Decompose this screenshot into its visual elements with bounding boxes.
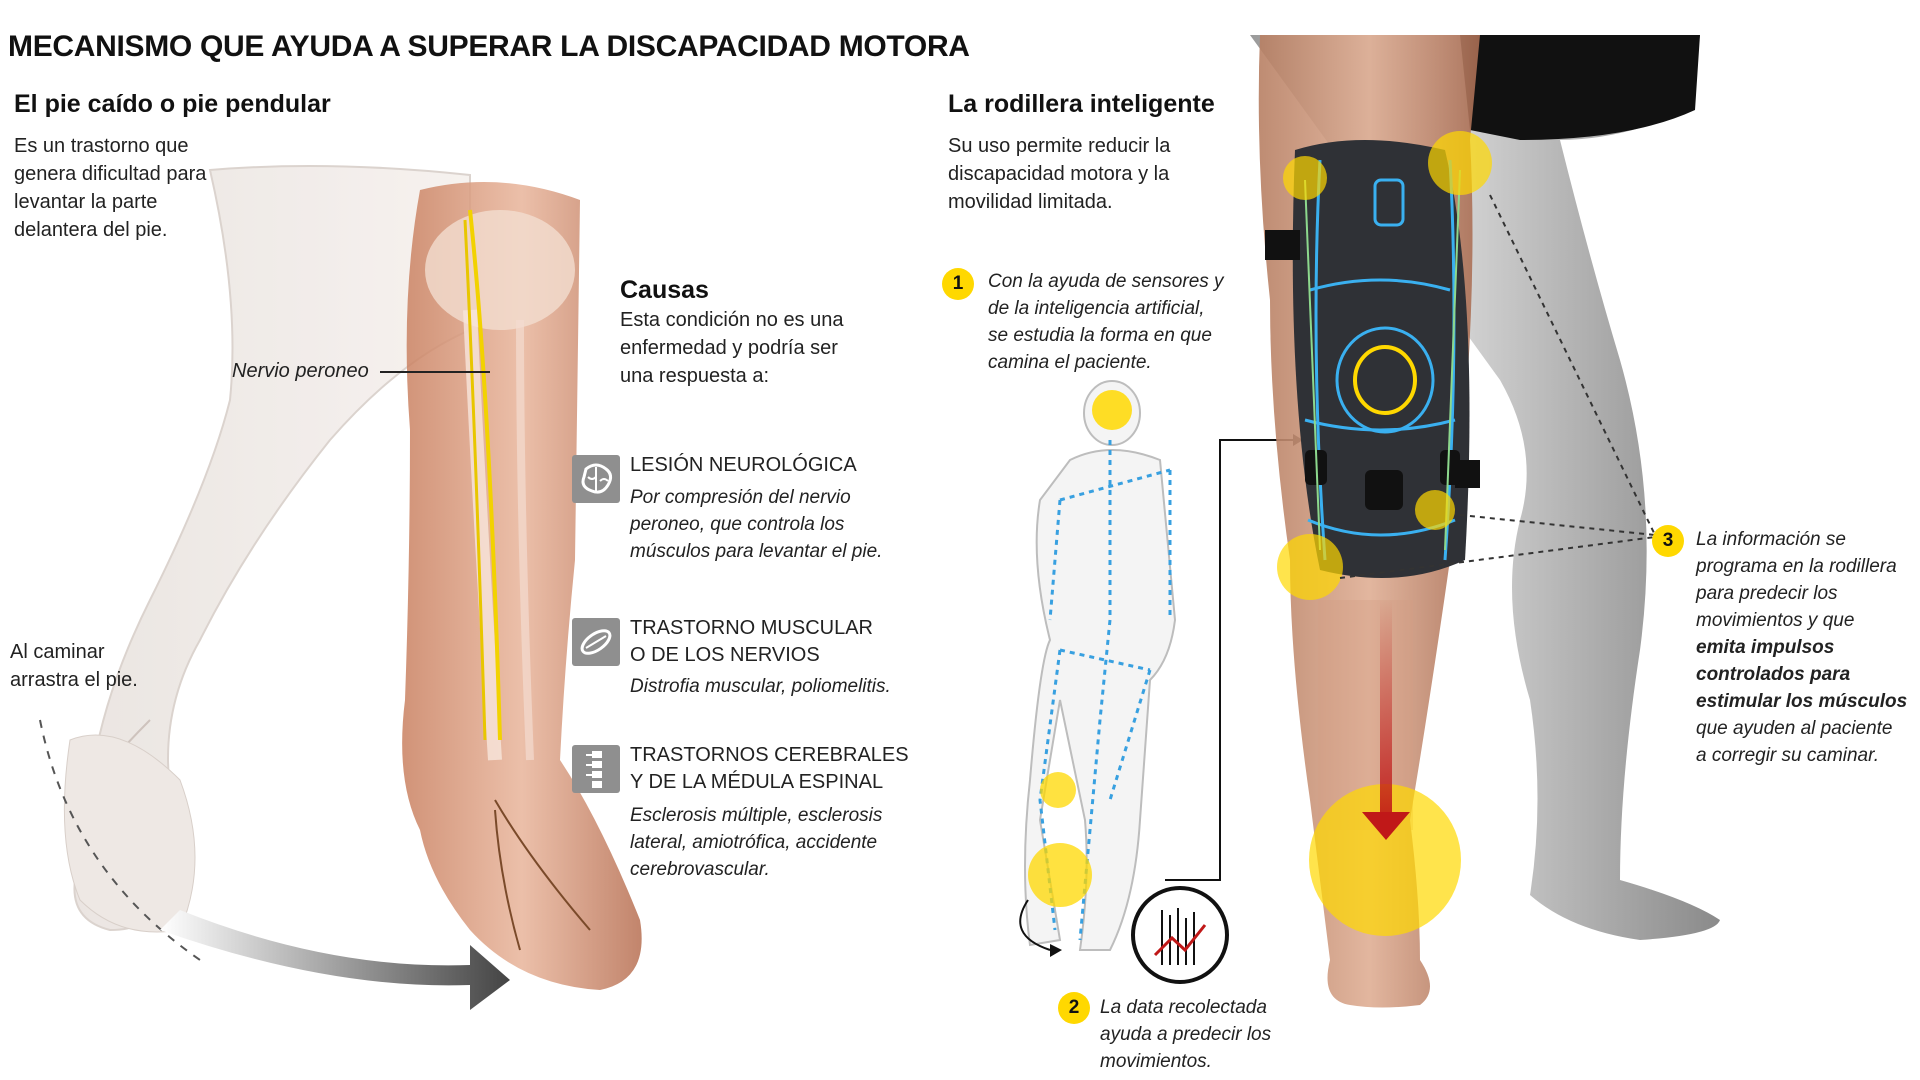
foot-drag bbox=[39, 719, 510, 1010]
step-text-line: se estudia la forma en que bbox=[988, 325, 1212, 346]
cause-desc-line: Por compresión del nervio bbox=[630, 487, 851, 508]
cause-title-line: O DE LOS NERVIOS bbox=[630, 644, 820, 666]
causes-intro-line: enfermedad y podría ser bbox=[620, 337, 838, 359]
walking-note-line: arrastra el pie. bbox=[10, 669, 138, 691]
step-3-badge: 3 bbox=[1652, 525, 1684, 557]
walking-note-line: Al caminar bbox=[10, 641, 105, 663]
anatomical-leg bbox=[402, 182, 642, 990]
step-text-bold-line: estimular los músculos bbox=[1696, 691, 1908, 712]
right-intro: Su uso permite reducir la discapacidad m… bbox=[948, 132, 1170, 216]
step-text-line: camina el paciente. bbox=[988, 352, 1152, 373]
cause-desc: Distrofia muscular, poliomelitis. bbox=[630, 676, 891, 697]
cause-title: LESIÓN NEUROLÓGICA bbox=[630, 454, 857, 476]
left-intro-line: levantar la parte bbox=[14, 191, 158, 213]
step-text-line: que ayuden al paciente bbox=[1696, 718, 1893, 739]
step-1-badge: 1 bbox=[942, 268, 974, 300]
left-intro: Es un trastorno que genera dificultad pa… bbox=[14, 132, 206, 244]
causes-intro-line: Esta condición no es una bbox=[620, 309, 844, 331]
cause-desc: Esclerosis múltiple, esclerosis lateral,… bbox=[630, 802, 882, 883]
left-intro-line: genera dificultad para bbox=[14, 163, 207, 185]
skeleton-lines bbox=[1038, 440, 1172, 941]
left-heading: El pie caído o pie pendular bbox=[14, 90, 331, 118]
knee-brace bbox=[1265, 140, 1480, 578]
right-intro-line: movilidad limitada. bbox=[948, 191, 1113, 213]
step-text-line: movimientos y que bbox=[1696, 610, 1855, 631]
cause-desc-line: cerebrovascular. bbox=[630, 859, 770, 880]
nerve-label: Nervio peroneo bbox=[232, 360, 369, 382]
page-title: MECANISMO QUE AYUDA A SUPERAR LA DISCAPA… bbox=[8, 30, 970, 63]
right-intro-line: discapacidad motora y la bbox=[948, 163, 1170, 185]
cause-desc-line: peroneo, que controla los bbox=[630, 514, 845, 535]
cause-desc-line: lateral, amiotrófica, accidente bbox=[630, 832, 878, 853]
chart-icon bbox=[1131, 886, 1229, 984]
cause-title: TRASTORNOS CEREBRALES Y DE LA MÉDULA ESP… bbox=[630, 742, 909, 796]
step-text-line: a corregir su caminar. bbox=[1696, 745, 1880, 766]
cause-desc-line: Esclerosis múltiple, esclerosis bbox=[630, 805, 883, 826]
right-heading: La rodillera inteligente bbox=[948, 90, 1215, 118]
left-intro-line: delantera del pie. bbox=[14, 219, 168, 241]
causes-intro: Esta condición no es una enfermedad y po… bbox=[620, 306, 844, 390]
spine-icon bbox=[572, 745, 620, 793]
step-text-line: para predecir los bbox=[1696, 583, 1838, 604]
brain-icon bbox=[572, 455, 620, 503]
step-text-bold-line: emita impulsos bbox=[1696, 637, 1835, 658]
cause-title: TRASTORNO MUSCULAR O DE LOS NERVIOS bbox=[630, 615, 873, 669]
right-intro-line: Su uso permite reducir la bbox=[948, 135, 1171, 157]
cause-desc-line: músculos para levantar el pie. bbox=[630, 541, 883, 562]
step-2-text: La data recolectada ayuda a predecir los… bbox=[1100, 994, 1271, 1075]
walking-note: Al caminar arrastra el pie. bbox=[10, 638, 138, 694]
cause-title-line: TRASTORNO MUSCULAR bbox=[630, 617, 873, 639]
step-text-line: Con la ayuda de sensores y bbox=[988, 271, 1224, 292]
step-text-line: de la inteligencia artificial, bbox=[988, 298, 1205, 319]
muscle-icon bbox=[572, 618, 620, 666]
step-text-line: La información se bbox=[1696, 529, 1846, 550]
step-text-bold-line: controlados para bbox=[1696, 664, 1851, 685]
step-text-line: ayuda a predecir los bbox=[1100, 1024, 1272, 1045]
cause-desc: Por compresión del nervio peroneo, que c… bbox=[630, 484, 882, 565]
step-2-badge: 2 bbox=[1058, 992, 1090, 1024]
causes-heading: Causas bbox=[620, 276, 709, 304]
cause-title-line: Y DE LA MÉDULA ESPINAL bbox=[630, 771, 884, 793]
sensor-circles bbox=[1277, 131, 1492, 936]
step-text-line: movimientos. bbox=[1100, 1051, 1212, 1072]
causes-intro-line: una respuesta a: bbox=[620, 365, 769, 387]
left-intro-line: Es un trastorno que bbox=[14, 135, 189, 157]
step-text-line: programa en la rodillera bbox=[1696, 556, 1897, 577]
step-1-text: Con la ayuda de sensores y de la intelig… bbox=[988, 268, 1224, 376]
step-3-text: La información se programa en la rodille… bbox=[1696, 526, 1907, 769]
step-text-line: La data recolectada bbox=[1100, 997, 1267, 1018]
cause-title-line: TRASTORNOS CEREBRALES bbox=[630, 744, 909, 766]
